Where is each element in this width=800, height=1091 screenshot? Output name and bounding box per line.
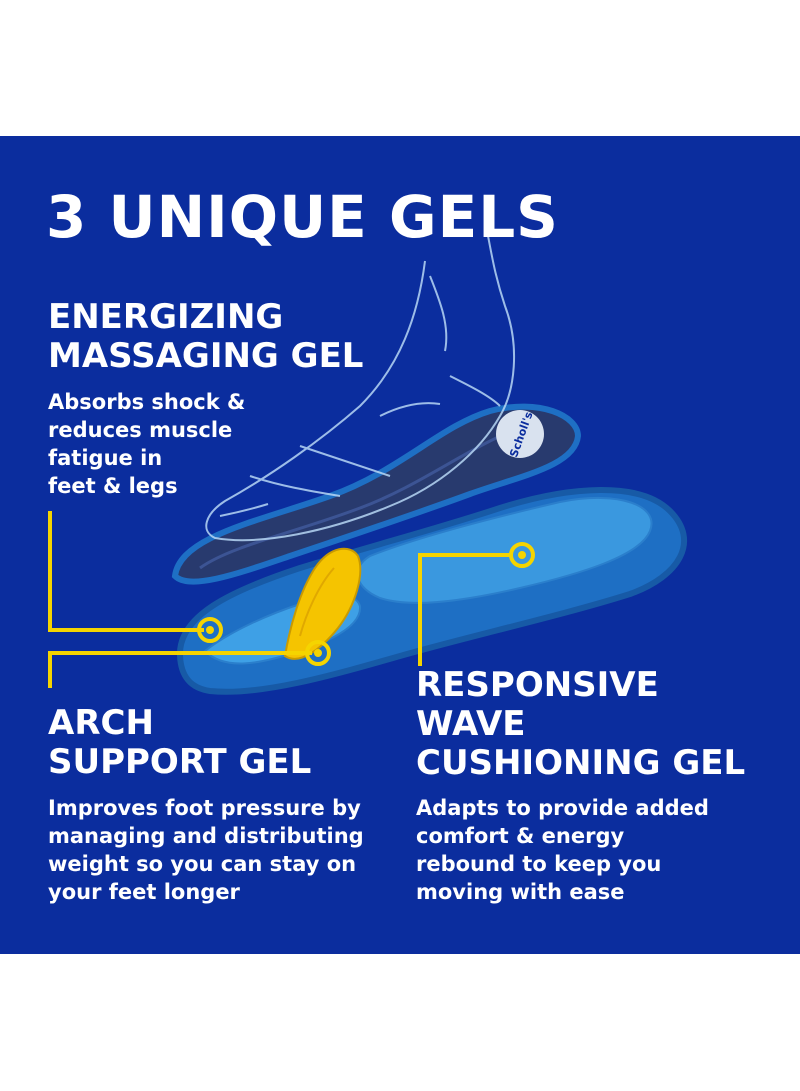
- massaging-gel-title: ENERGIZING MASSAGING GEL: [48, 297, 364, 376]
- arch-callout-line: [48, 651, 312, 688]
- arch-gel-title: ARCH SUPPORT GEL: [48, 703, 312, 782]
- arch-gel-description: Improves foot pressure by managing and d…: [48, 796, 364, 904]
- scholls-logo: Scholl's: [496, 410, 544, 459]
- massaging-callout-line: [48, 511, 204, 632]
- wave-gel-description: Adapts to provide added comfort & energy…: [416, 796, 709, 904]
- arch-marker-icon: [305, 640, 331, 666]
- massaging-gel-description: Absorbs shock & reduces muscle fatigue i…: [48, 390, 246, 498]
- foot-outline: [205, 235, 515, 542]
- gels-panel: Scholl's: [0, 136, 800, 954]
- headline: 3 UNIQUE GELS: [46, 183, 559, 251]
- wave-callout-line: [418, 553, 510, 666]
- wave-marker-icon: [509, 542, 535, 568]
- insole-illustration: Scholl's: [48, 235, 688, 695]
- wave-gel-title: RESPONSIVE WAVE CUSHIONING GEL: [416, 665, 746, 783]
- massaging-marker-icon: [197, 617, 223, 643]
- bottom-insole-image: [176, 487, 688, 695]
